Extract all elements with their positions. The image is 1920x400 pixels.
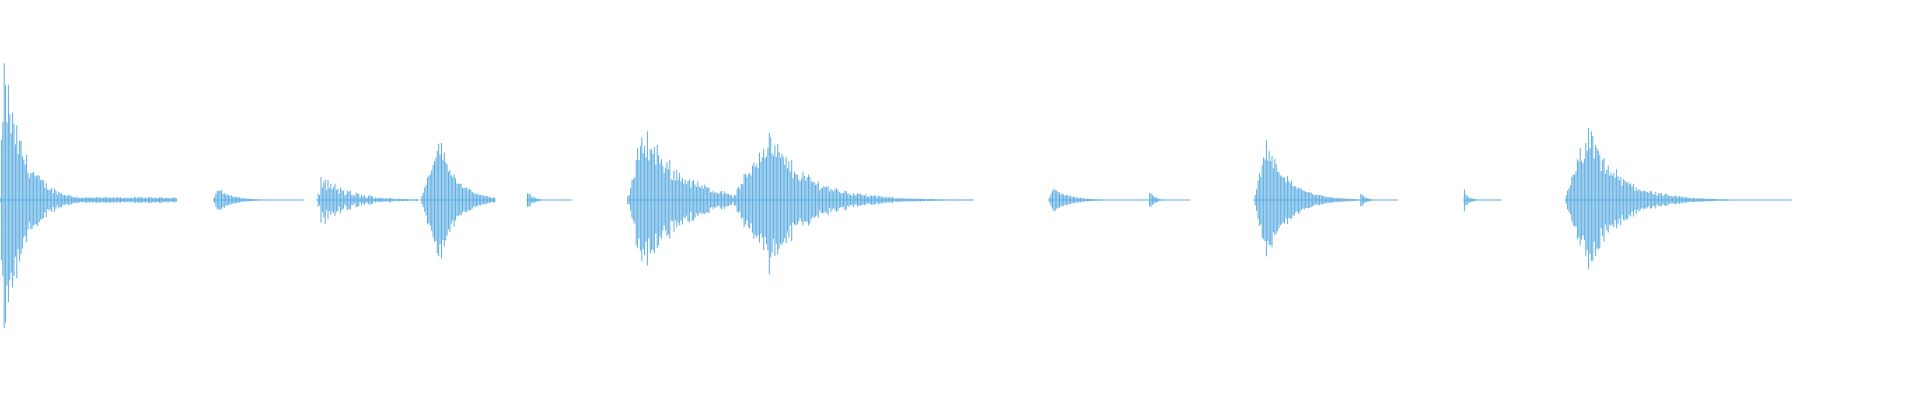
waveform-clip-4 (420, 143, 496, 259)
waveform-clip-6 (627, 131, 732, 266)
waveform-clip-10 (1253, 140, 1360, 257)
waveform-clip-13 (1565, 127, 1791, 269)
waveform-audio-clips (0, 63, 1792, 329)
waveform-clip-1 (0, 63, 177, 329)
waveform-clip-7 (731, 132, 973, 275)
